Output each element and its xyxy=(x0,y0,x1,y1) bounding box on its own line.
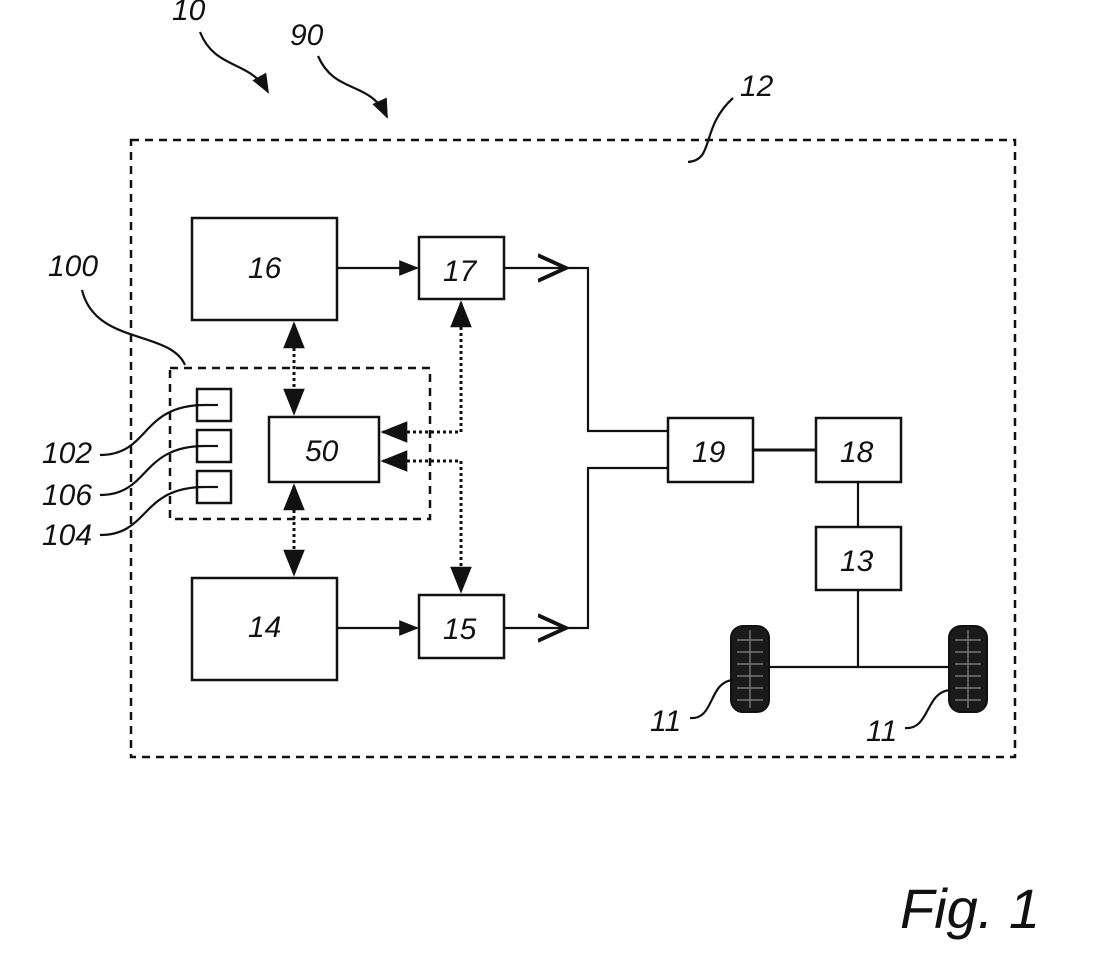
ref-11-left-leader xyxy=(690,680,733,718)
block-15-label: 15 xyxy=(443,613,477,646)
wheel-right xyxy=(949,626,987,712)
block-50-label: 50 xyxy=(305,435,339,468)
ref-104-leader xyxy=(100,487,205,535)
ref-90-label: 90 xyxy=(290,19,324,52)
ref-100-leader xyxy=(82,290,185,365)
block-17-label: 17 xyxy=(443,255,478,288)
ref-12-leader xyxy=(688,98,733,162)
ref-10-label: 10 xyxy=(172,0,206,27)
block-13-label: 13 xyxy=(840,545,874,578)
block-14-label: 14 xyxy=(248,611,281,644)
dotted-link-50-15 xyxy=(383,461,461,591)
figure-caption: Fig. 1 xyxy=(900,877,1040,940)
bus-17-to-19 xyxy=(566,268,668,431)
block-16-label: 16 xyxy=(248,252,282,285)
ref-100-label: 100 xyxy=(48,250,98,283)
ref-11-left-label: 11 xyxy=(650,705,681,738)
ref-12-label: 12 xyxy=(740,70,774,103)
ref-102-label: 102 xyxy=(42,437,92,470)
ref-11-right-leader xyxy=(905,690,950,728)
ref-104-label: 104 xyxy=(42,519,92,552)
bus-15-to-19 xyxy=(566,468,668,628)
ref-10-arrow xyxy=(200,32,268,92)
block-18-label: 18 xyxy=(840,436,874,469)
wheel-left xyxy=(731,626,769,712)
ref-106-label: 106 xyxy=(42,479,92,512)
ref-11-right-label: 11 xyxy=(866,715,897,748)
block-19-label: 19 xyxy=(692,436,726,469)
ref-90-arrow xyxy=(318,56,387,117)
